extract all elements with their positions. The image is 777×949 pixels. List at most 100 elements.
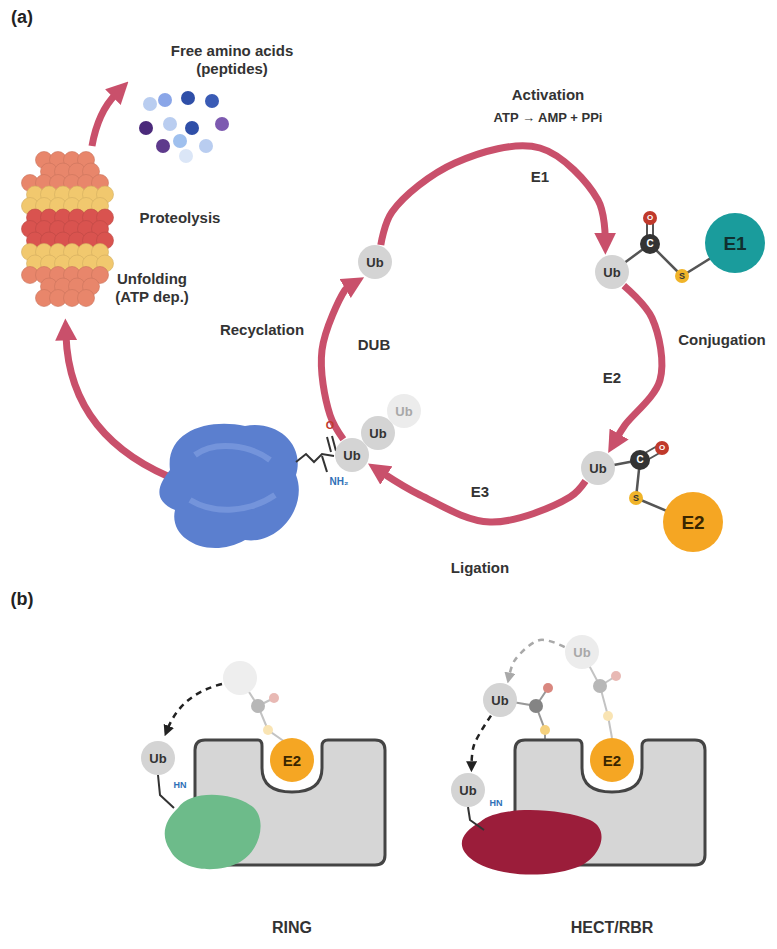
substrate-protein bbox=[159, 424, 298, 548]
amino-acid-dots bbox=[158, 93, 172, 107]
amino-acid-dots bbox=[139, 121, 153, 135]
enzyme-label: E1 bbox=[531, 168, 549, 186]
hect-substrate bbox=[468, 807, 484, 830]
thioester-e2 bbox=[655, 441, 669, 455]
cycle-arrow bbox=[321, 286, 349, 439]
ubiquitin-faded: Ub bbox=[565, 635, 599, 669]
stage-label: Proteolysis bbox=[130, 209, 230, 227]
atom-label: S bbox=[676, 271, 688, 282]
ring-substrate bbox=[165, 795, 261, 869]
flow-arrow bbox=[66, 336, 182, 482]
amino-acid-dots bbox=[143, 97, 157, 111]
hect-thioester bbox=[529, 699, 543, 713]
hect-faded-thioester bbox=[611, 671, 621, 681]
cycle-arrow bbox=[617, 286, 662, 438]
atom-label: O bbox=[323, 419, 337, 432]
atom-label: NH₂ bbox=[325, 476, 353, 488]
node-text: E2 bbox=[681, 513, 704, 532]
ring-faded-ub bbox=[223, 661, 257, 695]
atom-label: O bbox=[656, 443, 668, 453]
step-label: Conjugation bbox=[672, 331, 772, 349]
enzyme-label: E3 bbox=[471, 483, 489, 501]
atom-label: S bbox=[630, 493, 642, 504]
ubiquitin: Ub bbox=[335, 438, 369, 472]
e2-enzyme: E2 bbox=[270, 738, 314, 782]
node-text: Ub bbox=[149, 752, 166, 765]
hect-substrate bbox=[462, 807, 602, 875]
transfer-arrow bbox=[472, 716, 491, 764]
atom-label: HN bbox=[486, 798, 506, 809]
cycle-arrow bbox=[383, 473, 586, 522]
hect-thioester bbox=[543, 683, 553, 693]
amino-acid-dots bbox=[163, 117, 177, 131]
ring-faded-ub bbox=[263, 725, 273, 735]
node-text: Ub bbox=[369, 427, 386, 440]
lysine-chain bbox=[322, 456, 327, 472]
amino-acid-dots bbox=[215, 117, 229, 131]
lysine-chain bbox=[296, 454, 334, 462]
node-text: Ub bbox=[603, 266, 620, 279]
node-text: Ub bbox=[491, 694, 508, 707]
ubiquitin: Ub bbox=[595, 255, 629, 289]
thioester-e1 bbox=[640, 234, 660, 254]
amino-acid-dots bbox=[179, 149, 193, 163]
step-label: Ligation bbox=[430, 559, 530, 577]
ring-substrate bbox=[158, 775, 261, 869]
substrate-protein bbox=[159, 424, 298, 548]
amino-acid-dots bbox=[173, 134, 187, 148]
ubiquitin: Ub bbox=[483, 683, 517, 717]
enzyme-label: E2 bbox=[603, 369, 621, 387]
atom-label: C bbox=[643, 238, 657, 250]
stage-label: Unfolding (ATP dep.) bbox=[102, 270, 202, 306]
step-label: Recyclation bbox=[207, 321, 317, 339]
atom-label: O bbox=[644, 213, 656, 223]
transfer-arrow bbox=[168, 684, 222, 728]
node-text: E2 bbox=[603, 753, 621, 768]
node-text: Ub bbox=[589, 462, 606, 475]
node-text: Ub bbox=[573, 646, 590, 659]
thioester-e1 bbox=[643, 211, 657, 225]
amino-acid-dots bbox=[139, 91, 229, 163]
ring-substrate bbox=[158, 775, 174, 808]
amino-acid-dots bbox=[199, 139, 213, 153]
substrate-protein bbox=[190, 446, 275, 510]
node-text: Ub bbox=[366, 256, 383, 269]
panel-label: (a) bbox=[2, 7, 42, 29]
node-text: Ub bbox=[459, 784, 476, 797]
ubiquitin: Ub bbox=[581, 451, 615, 485]
hect-substrate bbox=[462, 810, 602, 874]
hect-thioester bbox=[540, 725, 550, 735]
lysine-chain bbox=[296, 436, 336, 472]
transfer-arrow bbox=[509, 640, 564, 675]
amino-acid-dots bbox=[205, 94, 219, 108]
node-text: E2 bbox=[283, 753, 301, 768]
ubiquitin: Ub bbox=[358, 245, 392, 279]
e1-enzyme: E1 bbox=[705, 213, 765, 273]
hect-faded-thioester bbox=[603, 711, 613, 721]
node-text: E1 bbox=[723, 234, 746, 253]
step-label: Activation bbox=[483, 86, 613, 104]
ring-faded-ub bbox=[251, 699, 265, 713]
flow-arrow bbox=[92, 94, 116, 146]
ubiquitin: Ub bbox=[451, 773, 485, 807]
thioester-e1 bbox=[675, 269, 689, 283]
node-text: Ub bbox=[395, 405, 412, 418]
proteasome-subunit bbox=[78, 290, 95, 307]
atom-label: C bbox=[633, 454, 647, 466]
reaction-label: ATP → AMP + PPi bbox=[463, 110, 633, 126]
e2-enzyme: E2 bbox=[663, 492, 723, 552]
enzyme-label: DUB bbox=[358, 336, 391, 354]
e3-class-label: RING bbox=[247, 918, 337, 937]
amino-acid-dots bbox=[181, 91, 195, 105]
amino-acid-dots bbox=[156, 139, 170, 153]
amino-acid-dots bbox=[185, 121, 199, 135]
ring-faded-ub bbox=[269, 693, 279, 703]
stage-label: Free amino acids (peptides) bbox=[157, 42, 307, 78]
node-text: Ub bbox=[343, 449, 360, 462]
transfer-arrow bbox=[168, 684, 222, 728]
thioester-e2 bbox=[629, 491, 643, 505]
